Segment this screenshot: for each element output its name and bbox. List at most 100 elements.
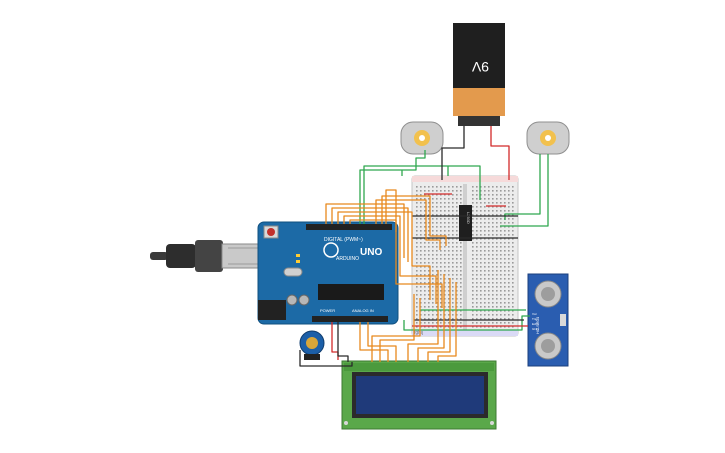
breadboard[interactable]: fghij [411,175,519,337]
breadboard-hole [496,278,498,280]
breadboard-hole [416,198,418,200]
breadboard-hole [476,290,478,292]
breadboard-hole [448,206,450,208]
breadboard-hole [436,322,438,324]
breadboard-hole [460,242,462,244]
breadboard-hole [480,266,482,268]
breadboard-hole [472,206,474,208]
breadboard-hole [488,218,490,220]
breadboard-hole [436,290,438,292]
breadboard-hole [444,238,446,240]
breadboard-hole [508,222,510,224]
battery-9v[interactable]: 9V [453,23,505,126]
breadboard-hole [452,266,454,268]
breadboard-hole [508,226,510,228]
breadboard-hole [456,210,458,212]
arduino-uno-board[interactable]: DIGITAL (PWM~) UNO ARDUINO POWER ANALOG … [257,221,399,325]
breadboard-hole [476,206,478,208]
breadboard-hole [436,318,438,320]
breadboard-hole [488,310,490,312]
breadboard-hole [512,286,514,288]
breadboard-hole [460,294,462,296]
breadboard-hole [448,190,450,192]
breadboard-hole [416,246,418,248]
breadboard-hole [452,238,454,240]
breadboard-hole [416,218,418,220]
lcd-display[interactable] [341,360,497,430]
breadboard-hole [452,198,454,200]
breadboard-hole [432,326,434,328]
breadboard-hole [480,326,482,328]
breadboard-hole [500,322,502,324]
breadboard-hole [452,302,454,304]
breadboard-hole [440,198,442,200]
breadboard-hole [428,206,430,208]
breadboard-hole [456,314,458,316]
breadboard-hole [484,262,486,264]
breadboard-hole [512,270,514,272]
breadboard-hole [456,214,458,216]
breadboard-hole [512,314,514,316]
breadboard-hole [484,278,486,280]
breadboard-hole [436,254,438,256]
breadboard-hole [424,246,426,248]
breadboard-hole [448,258,450,260]
breadboard-hole [512,210,514,212]
breadboard-hole [444,314,446,316]
breadboard-hole [480,258,482,260]
breadboard-hole [484,274,486,276]
breadboard-hole [472,306,474,308]
breadboard-hole [440,246,442,248]
breadboard-hole [476,302,478,304]
wires[interactable] [299,126,549,367]
breadboard-holes [416,186,514,328]
breadboard-hole [488,298,490,300]
breadboard-hole [492,302,494,304]
breadboard-hole [476,326,478,328]
breadboard-hole [436,302,438,304]
breadboard-hole [452,314,454,316]
breadboard-hole [488,190,490,192]
breadboard-hole [508,286,510,288]
breadboard-hole [476,226,478,228]
breadboard-hole [492,234,494,236]
breadboard-hole [504,190,506,192]
ultrasonic-sensor[interactable]: HC-SR04 Vcc Trig Echo GND [527,273,569,367]
breadboard-hole [508,274,510,276]
breadboard-hole [428,290,430,292]
breadboard-hole [492,206,494,208]
breadboard-hole [480,206,482,208]
breadboard-hole [484,246,486,248]
breadboard-hole [416,302,418,304]
breadboard-hole [488,202,490,204]
breadboard-hole [508,290,510,292]
breadboard-hole [448,194,450,196]
dc-motor-left[interactable] [400,121,444,155]
usb-cable[interactable] [150,240,269,272]
breadboard-hole [512,262,514,264]
dc-motor-right[interactable] [526,121,570,155]
breadboard-hole [460,254,462,256]
breadboard-hole [476,266,478,268]
breadboard-hole [424,190,426,192]
breadboard-hole [500,222,502,224]
breadboard-hole [420,226,422,228]
potentiometer[interactable] [299,330,325,360]
breadboard-hole [496,198,498,200]
motor-driver-chip[interactable]: L293D [459,205,472,241]
breadboard-hole [500,266,502,268]
breadboard-hole [488,274,490,276]
breadboard-hole [436,202,438,204]
breadboard-hole [480,286,482,288]
breadboard-hole [432,270,434,272]
breadboard-hole [444,258,446,260]
breadboard-hole [500,278,502,280]
breadboard-hole [460,274,462,276]
breadboard-hole [476,238,478,240]
breadboard-hole [448,198,450,200]
breadboard-hole [440,210,442,212]
breadboard-hole [420,254,422,256]
breadboard-hole [484,270,486,272]
breadboard-hole [428,286,430,288]
